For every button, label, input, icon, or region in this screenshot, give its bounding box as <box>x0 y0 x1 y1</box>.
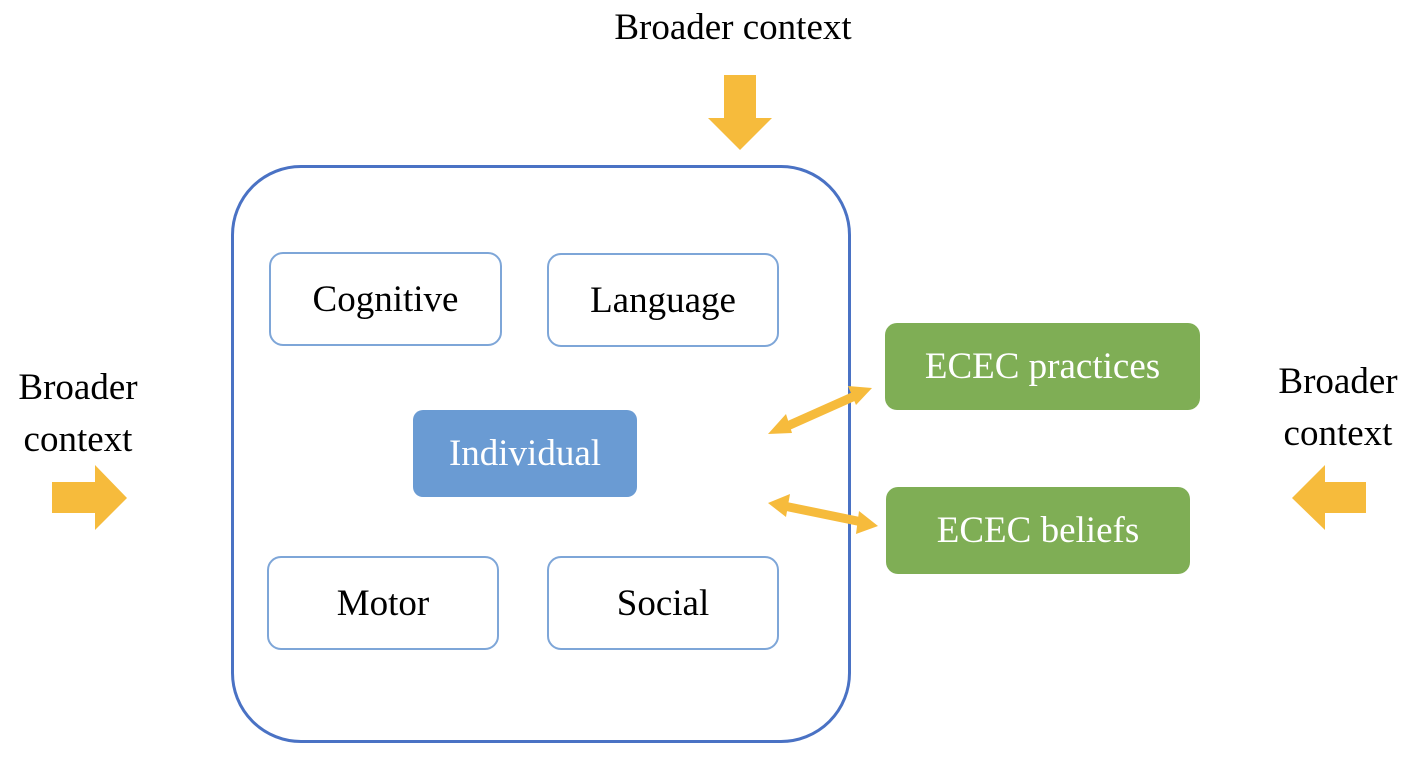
motor-box: Motor <box>267 556 499 650</box>
left-context-line2: context <box>23 419 133 460</box>
social-box: Social <box>547 556 779 650</box>
ecec-beliefs-box: ECEC beliefs <box>886 487 1190 574</box>
right-context-line2: context <box>1283 413 1393 454</box>
top-context-label: Broader context <box>614 7 852 48</box>
left-context-arrow <box>52 465 127 530</box>
beliefs-double-arrow <box>768 494 878 534</box>
right-context-arrow <box>1292 465 1366 530</box>
cognitive-box: Cognitive <box>269 252 502 346</box>
left-context-label: Broader context <box>0 362 156 466</box>
practices-double-arrow <box>768 386 872 434</box>
ecec-practices-box: ECEC practices <box>885 323 1200 410</box>
left-context-line1: Broader <box>18 367 138 408</box>
right-context-line1: Broader <box>1278 361 1398 402</box>
right-context-label: Broader context <box>1260 356 1416 460</box>
individual-box: Individual <box>413 410 637 497</box>
top-context-arrow <box>708 75 772 150</box>
individual-domain-container <box>231 165 851 743</box>
language-box: Language <box>547 253 779 347</box>
